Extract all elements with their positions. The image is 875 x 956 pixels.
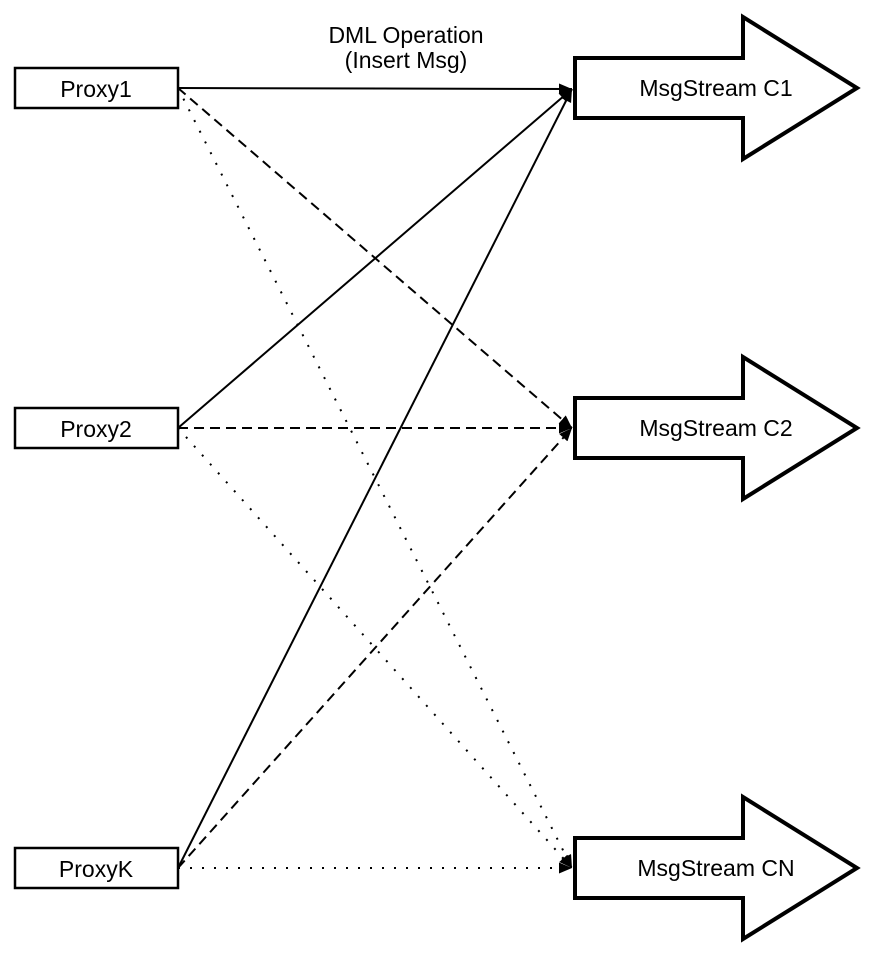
connection-proxy1-to-c1-solid-line xyxy=(177,83,573,95)
proxyk-box xyxy=(13,846,180,890)
proxy1-node: Proxy1 xyxy=(13,66,180,110)
connection-proxyk-to-c2-dashed-line xyxy=(177,427,573,869)
msgstream-c1-label: MsgStream C1 xyxy=(639,75,792,101)
proxy1-label: Proxy1 xyxy=(60,76,132,102)
proxyk-node: ProxyK xyxy=(13,846,180,890)
msgstream-c1-arrow-shape xyxy=(573,13,861,163)
connections-layer xyxy=(177,83,573,874)
dml-operation-label-line1: DML Operation xyxy=(328,22,483,48)
msgstream-c1-node: MsgStream C1 xyxy=(573,13,861,163)
msgstream-c2-arrow-shape xyxy=(573,353,861,503)
proxyk-label: ProxyK xyxy=(59,856,134,882)
msgstream-c2-node: MsgStream C2 xyxy=(573,353,861,503)
proxy2-label: Proxy2 xyxy=(60,416,132,442)
connection-proxy1-to-cn-dotted-line xyxy=(177,87,573,869)
msgstream-cn-node: MsgStream CN xyxy=(573,793,861,943)
proxy1-box xyxy=(13,66,180,110)
dml-operation-label: DML Operation (Insert Msg) xyxy=(328,22,483,73)
dml-operation-label-line2: (Insert Msg) xyxy=(345,47,468,73)
msgstream-cn-label: MsgStream CN xyxy=(637,855,794,881)
connection-proxy2-to-c1-solid-line xyxy=(177,88,573,429)
msgstream-c2-label: MsgStream C2 xyxy=(639,415,792,441)
proxy2-node: Proxy2 xyxy=(13,406,180,450)
connection-proxyk-to-c1-solid-line xyxy=(177,88,573,869)
msgstream-cn-arrow-shape xyxy=(573,793,861,943)
proxy2-box xyxy=(13,406,180,450)
connection-proxy2-to-cn-dotted-line xyxy=(177,427,573,869)
